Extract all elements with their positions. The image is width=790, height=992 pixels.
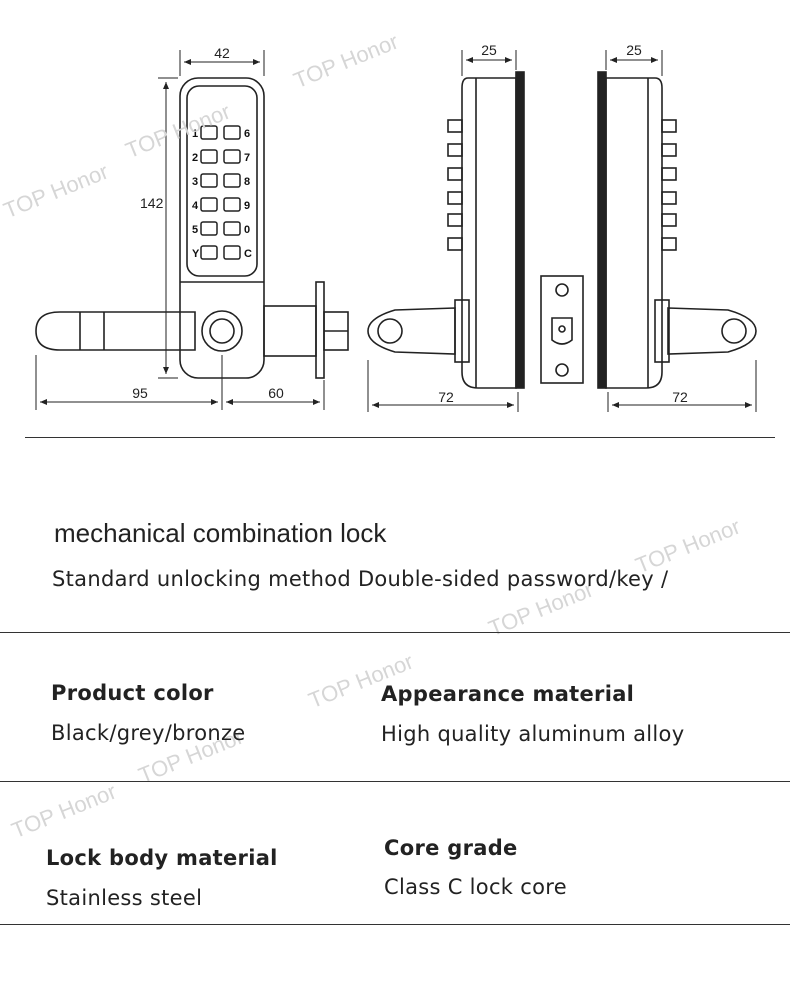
side-left-dimensions	[367, 50, 519, 412]
spec-value-appearance-material: High quality aluminum alloy	[381, 722, 685, 746]
keypad-button	[200, 221, 218, 236]
keypad-key-label: 3	[192, 176, 198, 188]
divider	[25, 437, 775, 438]
divider	[0, 632, 790, 633]
front-width-label: 42	[214, 45, 230, 61]
keypad-button	[200, 149, 218, 164]
divider	[0, 924, 790, 925]
side-right-dimensions	[605, 50, 757, 412]
keypad-button	[200, 197, 218, 212]
front-keypad: 1 6 2 7 3 8 4 9 5 0Y C	[192, 125, 252, 260]
side-view-right	[597, 71, 757, 389]
keypad-key-label: 8	[244, 176, 250, 188]
front-lever-label: 95	[132, 385, 148, 401]
keypad-key-label: 1	[192, 128, 198, 140]
side-right-length-label: 72	[672, 389, 688, 405]
keypad-button	[223, 125, 241, 140]
keypad-key-label: 0	[244, 224, 250, 236]
keypad-button	[223, 245, 241, 260]
keypad-key-label: Y	[192, 248, 200, 260]
keypad-key-label: 7	[244, 152, 250, 164]
keypad-button	[223, 149, 241, 164]
watermark: TOP Honor	[8, 778, 120, 844]
product-subtitle: Standard unlocking method Double-sided p…	[52, 567, 669, 591]
spec-value-product-color: Black/grey/bronze	[51, 721, 246, 745]
spec-label-product-color: Product color	[51, 681, 214, 705]
keypad-key-label: 4	[192, 200, 199, 212]
latch-plate	[540, 275, 584, 384]
spec-value-lock-body-material: Stainless steel	[46, 886, 203, 910]
divider	[0, 781, 790, 782]
side-view-left	[367, 71, 525, 389]
side-left-depth-label: 25	[481, 42, 497, 58]
front-dimensions	[35, 50, 325, 410]
keypad-button	[200, 125, 218, 140]
front-height-label: 142	[140, 195, 164, 211]
spec-label-lock-body-material: Lock body material	[46, 846, 278, 870]
keypad-button	[223, 173, 241, 188]
keypad-key-label: 5	[192, 224, 198, 236]
keypad-key-label: 6	[244, 128, 250, 140]
side-left-length-label: 72	[438, 389, 454, 405]
spec-value-core-grade: Class C lock core	[384, 875, 567, 899]
front-spindle-label: 60	[268, 385, 284, 401]
keypad-key-label: 9	[244, 200, 250, 212]
keypad-button	[200, 173, 218, 188]
product-title: mechanical combination lock	[54, 518, 387, 548]
keypad-button	[223, 221, 241, 236]
keypad-key-label: C	[244, 248, 252, 260]
keypad-key-label: 2	[192, 152, 198, 164]
spec-label-core-grade: Core grade	[384, 836, 518, 860]
spec-label-appearance-material: Appearance material	[381, 682, 635, 706]
side-right-depth-label: 25	[626, 42, 642, 58]
keypad-button	[200, 245, 218, 260]
keypad-button	[223, 197, 241, 212]
